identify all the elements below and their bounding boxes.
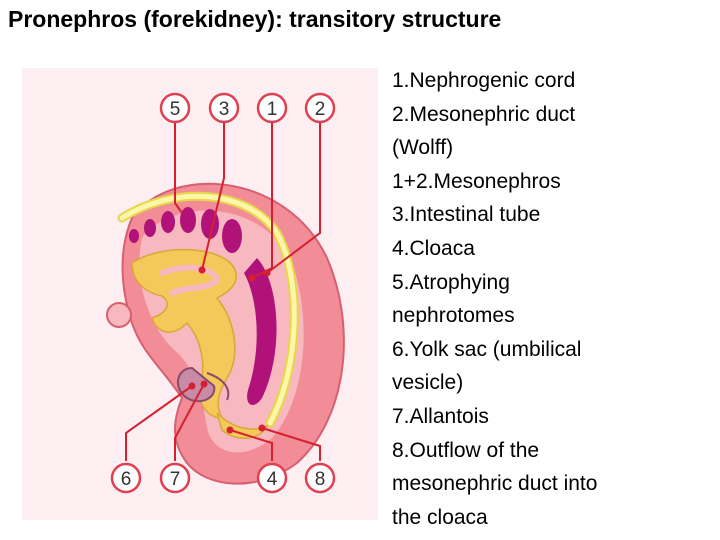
label-number: 8 — [315, 469, 326, 490]
label-circles-top: 5 3 1 2 — [159, 92, 336, 124]
intestinal-lumen — [159, 264, 221, 296]
legend-line: the cloaca — [392, 505, 488, 529]
legend-list: 1.Nephrogenic cord 2.Mesonephric duct (W… — [392, 64, 712, 534]
legend-line: 8.Outflow of the — [392, 438, 540, 462]
label-number: 6 — [121, 469, 132, 490]
embryo-diagram-svg: 5 3 1 2 6 7 4 8 — [22, 68, 378, 520]
label-number: 5 — [170, 99, 181, 120]
label-circle — [159, 462, 191, 494]
slide-title: Pronephros (forekidney): transitory stru… — [8, 6, 502, 32]
embryo-diagram: 5 3 1 2 6 7 4 8 — [22, 68, 378, 520]
legend-line: nephrotomes — [392, 304, 515, 328]
label-number: 3 — [219, 99, 230, 120]
allantois — [206, 372, 230, 401]
legend-line: (Wolff) — [392, 136, 454, 160]
label-circle — [304, 92, 336, 124]
label-circle — [256, 92, 288, 124]
legend-line: 1+2.Mesonephros — [392, 169, 561, 193]
pointer-dots — [188, 266, 271, 434]
label-circle — [159, 92, 191, 124]
label-circles-bottom: 6 7 4 8 — [110, 462, 336, 494]
legend-line: 6.Yolk sac (umbilical — [392, 337, 582, 361]
pointer-lines-bottom — [125, 383, 321, 461]
label-circle — [256, 462, 288, 494]
intestinal-tube — [131, 248, 237, 419]
label-number: 2 — [315, 99, 326, 120]
pointer-lines-top — [174, 123, 321, 279]
label-number: 7 — [170, 469, 181, 490]
legend-line: 1.Nephrogenic cord — [392, 69, 576, 92]
legend-line: mesonephric duct into — [392, 472, 598, 496]
nephrogenic-cord — [244, 258, 277, 405]
label-circle — [304, 462, 336, 494]
legend-line: 5.Atrophying — [392, 270, 510, 294]
yolk-sac-stalk — [177, 366, 216, 403]
label-circle — [110, 462, 142, 494]
legend-line: 7.Allantois — [392, 404, 489, 428]
legend-line: 3.Intestinal tube — [392, 203, 541, 227]
small-vesicle — [106, 302, 132, 328]
legend-line: 4.Cloaca — [392, 236, 475, 260]
legend-line: vesicle) — [392, 371, 464, 395]
label-number: 1 — [267, 99, 278, 120]
label-circle — [208, 92, 240, 124]
nephrotomes — [129, 207, 242, 253]
legend-line: 2.Mesonephric duct — [392, 102, 576, 126]
label-number: 4 — [267, 469, 278, 490]
